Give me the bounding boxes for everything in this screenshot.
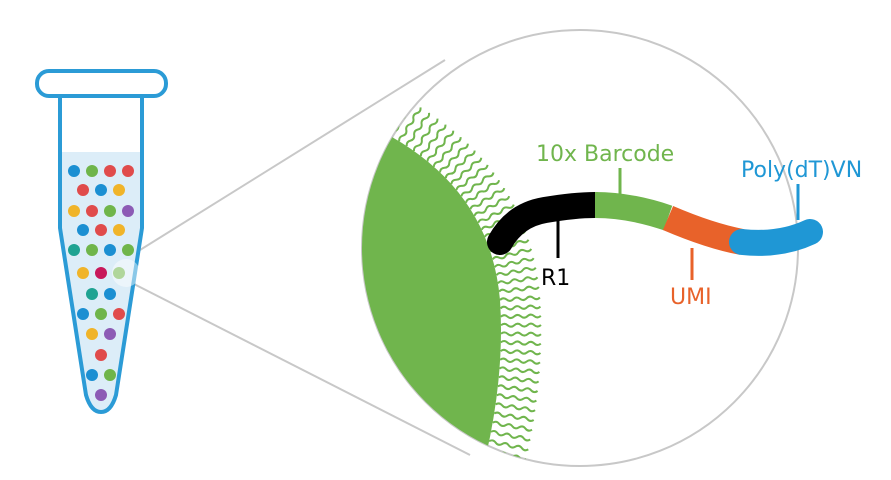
oligo-wave <box>500 313 542 320</box>
droplet <box>86 288 98 300</box>
oligo-wave <box>490 430 531 442</box>
oligo-wave <box>469 187 506 210</box>
droplet <box>77 184 89 196</box>
droplet <box>104 205 116 217</box>
droplet <box>122 165 134 177</box>
oligo-wave <box>500 322 542 328</box>
droplet <box>113 267 125 279</box>
oligo-wave <box>460 172 495 197</box>
droplet <box>104 369 116 381</box>
oligo-wave <box>499 295 541 302</box>
droplet <box>95 224 107 236</box>
bead-oligo-strands <box>373 92 542 462</box>
droplet <box>77 267 89 279</box>
oligo-wave <box>488 439 529 452</box>
droplet <box>68 244 80 256</box>
oligo-wave <box>500 331 542 337</box>
droplet <box>68 205 80 217</box>
oligo-wave <box>419 124 447 157</box>
oligo-segment-barcode <box>594 192 673 231</box>
oligo-wave <box>495 402 536 413</box>
polydt-label: Poly(dT)VN <box>741 158 862 183</box>
highlighted-droplet-glow <box>112 259 140 287</box>
oligo-segment-polydt <box>729 219 823 256</box>
label-leader-lines <box>556 168 800 280</box>
droplet <box>86 244 98 256</box>
droplet <box>86 205 98 217</box>
oligo-wave <box>500 340 542 346</box>
oligo-wave <box>497 276 539 285</box>
oligo-wave <box>499 304 542 311</box>
oligo-wave <box>498 285 540 293</box>
droplet <box>95 267 107 279</box>
oligo-wave <box>455 164 489 191</box>
zoom-connector-lines <box>131 59 471 456</box>
test-tube <box>35 69 168 414</box>
droplet <box>86 165 98 177</box>
droplet <box>77 308 89 320</box>
oligo-wave <box>499 357 541 365</box>
oligo-wave <box>465 179 501 203</box>
droplet <box>104 328 116 340</box>
barcode-label: 10x Barcode <box>536 142 674 167</box>
oligo-wave <box>477 204 515 224</box>
r1-label: R1 <box>541 266 570 291</box>
umi-label: UMI <box>670 285 712 310</box>
droplet <box>95 184 107 196</box>
oligo-wave <box>426 130 455 162</box>
oligo-wave <box>491 248 533 260</box>
oligo-strand <box>487 192 823 256</box>
tube-cap <box>35 69 168 98</box>
droplet <box>95 389 107 401</box>
oligo-wave <box>499 348 542 356</box>
oligo-wave <box>492 420 533 432</box>
oligo-wave <box>497 384 539 394</box>
droplet <box>68 165 80 177</box>
tube-droplets <box>68 165 134 401</box>
droplet <box>104 288 116 300</box>
droplet <box>122 205 134 217</box>
oligo-wave <box>450 157 483 185</box>
droplet <box>104 165 116 177</box>
oligo-wave <box>412 118 439 152</box>
oligo-wave <box>473 195 511 217</box>
droplet <box>113 224 125 236</box>
droplet <box>86 328 98 340</box>
droplet <box>122 244 134 256</box>
oligo-wave <box>498 366 540 375</box>
droplet <box>113 184 125 196</box>
droplet <box>95 308 107 320</box>
droplet <box>113 308 125 320</box>
oligo-wave <box>498 375 540 384</box>
tube-body <box>58 96 144 414</box>
oligo-wave <box>493 257 535 268</box>
oligo-wave <box>439 143 469 173</box>
oligo-wave <box>432 137 462 167</box>
droplet <box>77 224 89 236</box>
oligo-wave <box>496 393 537 403</box>
oligo-segment-r1 <box>487 192 608 255</box>
droplet <box>104 244 116 256</box>
gel-bead <box>362 128 501 466</box>
oligo-wave <box>493 411 535 422</box>
oligo-wave <box>398 107 422 142</box>
oligo-wave <box>495 267 537 276</box>
droplet <box>95 349 107 361</box>
oligo-wave <box>444 150 476 179</box>
droplet <box>86 369 98 381</box>
oligo-wave <box>405 112 431 147</box>
